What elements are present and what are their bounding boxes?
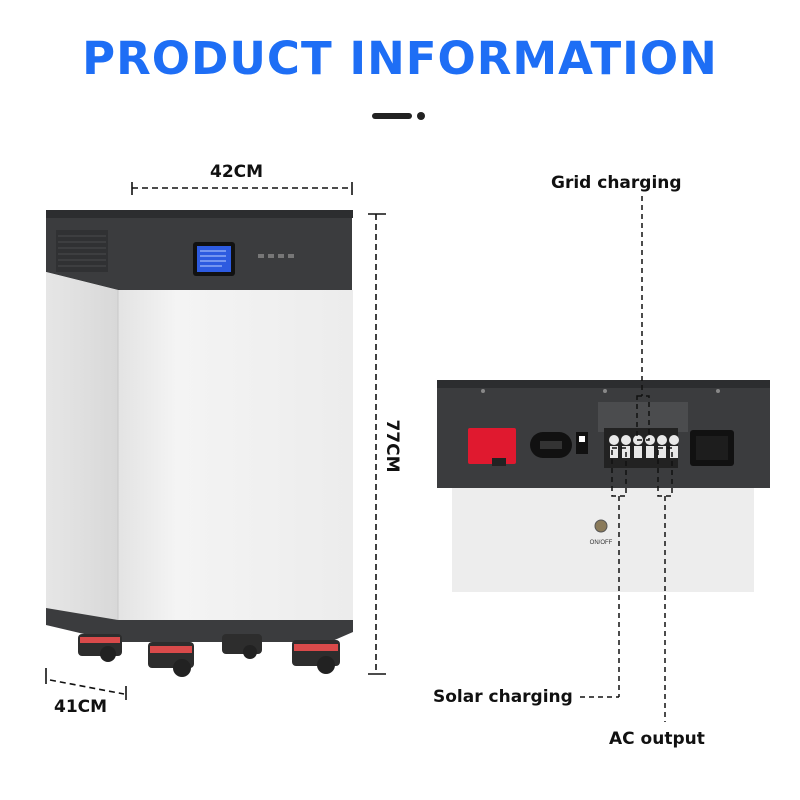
callout-lines (580, 196, 673, 722)
solar-charging-label: Solar charging (433, 687, 573, 707)
onoff-label: ON/OFF (590, 540, 613, 546)
title-divider (372, 113, 412, 119)
height-label: 77CM (382, 419, 402, 473)
battery-tower (46, 210, 353, 677)
title-divider-dot (417, 112, 425, 120)
width-label: 42CM (210, 162, 264, 182)
page-title: PRODUCT INFORMATION (82, 32, 718, 85)
dimension-ticks (45, 182, 386, 700)
breaker-red (468, 428, 516, 466)
depth-label: 41CM (54, 697, 108, 717)
ac-output-label: AC output (609, 729, 705, 749)
caster-wheels (78, 634, 340, 677)
panel-closeup (437, 380, 770, 592)
dimension-lines (49, 187, 377, 695)
grid-charging-label: Grid charging (551, 173, 682, 193)
